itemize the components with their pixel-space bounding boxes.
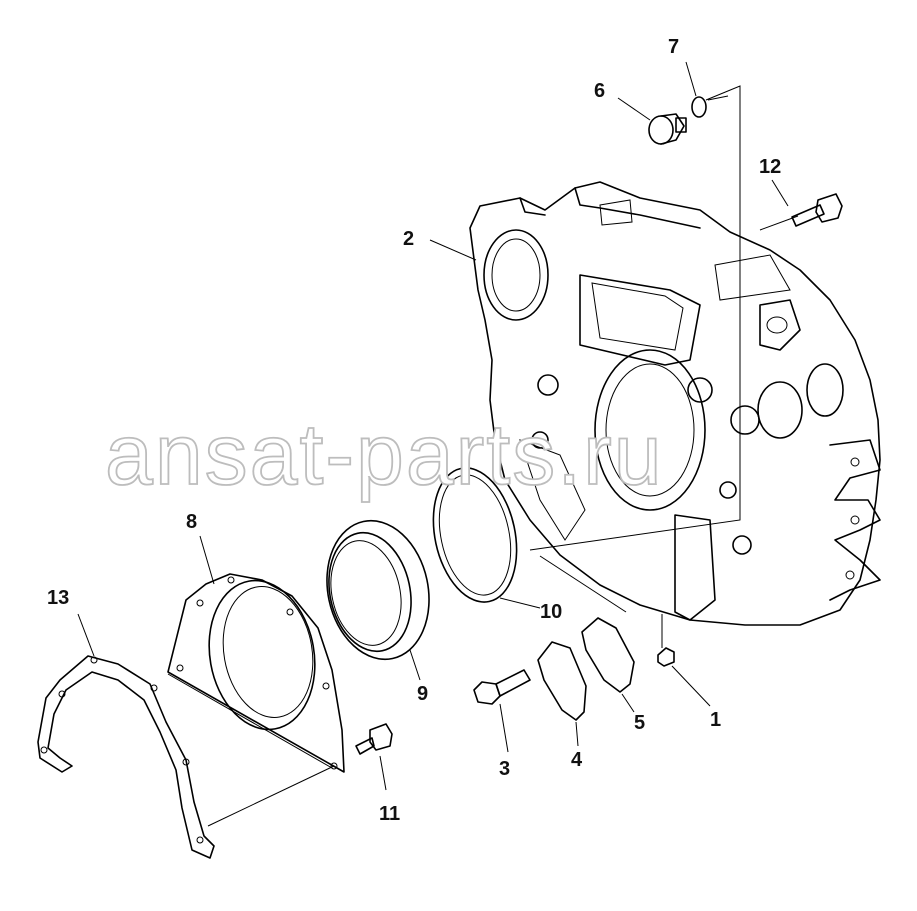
callout-6: 6 [594,80,605,102]
callout-1: 1 [710,709,721,731]
drain-plug-part [657,614,675,667]
oil-seal-part [326,519,430,661]
leader-lines [77,61,799,827]
cover-part [537,641,587,721]
callout-4: 4 [571,749,583,771]
flywheel-housing [469,181,881,626]
cover-gasket-part [581,617,635,693]
ring-part [432,467,518,603]
bolt-12-part [791,193,843,227]
callout-labels: 1 2 3 4 5 6 7 8 9 10 11 12 13 [47,36,781,825]
callout-5: 5 [634,712,645,734]
callout-9: 9 [417,683,428,705]
bolt-11-part [355,723,393,755]
gasket-part [37,655,215,859]
callout-11: 11 [379,803,400,825]
bolt-3-part [473,669,531,705]
callout-12: 12 [759,156,781,178]
o-ring-part [691,96,707,118]
callout-3: 3 [499,758,510,780]
watermark-text: ansat-parts.ru [105,407,664,503]
callout-2: 2 [403,228,414,250]
seal-housing-part [167,573,345,773]
callout-7: 7 [668,36,679,58]
callout-10: 10 [540,601,562,623]
plug-part [648,113,687,145]
callout-8: 8 [186,511,197,533]
callout-13: 13 [47,587,69,609]
